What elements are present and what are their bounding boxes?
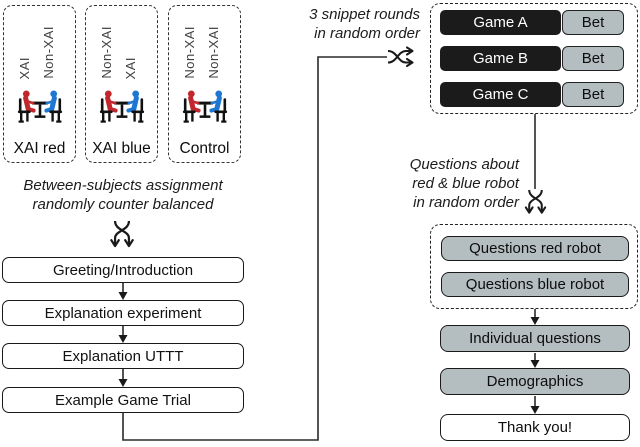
condition-label: XAI — [17, 56, 32, 79]
bet-button: Bet — [562, 10, 624, 35]
flow-step-greeting-introduction: Greeting/Introduction — [2, 257, 244, 283]
annotation-line: Between-subjects assignment — [23, 177, 223, 194]
annotation-line: red & blue robot — [412, 175, 519, 192]
annotation-line: 3 snippet rounds — [309, 6, 420, 23]
flow-step-explanation-uttt: Explanation UTTT — [2, 343, 244, 369]
group-box-control: Non-XAI Non-XAI Control — [168, 5, 241, 163]
condition-label: Non-XAI — [99, 26, 114, 79]
group-caption: XAI red — [13, 140, 66, 157]
annotation-line: randomly counter balanced — [32, 196, 214, 213]
flow-step-example-game-trial: Example Game Trial — [2, 387, 244, 413]
group-caption: XAI blue — [92, 140, 151, 157]
questions-blue-robot-box: Questions blue robot — [441, 272, 629, 297]
flow-step-thank-you: Thank you! — [440, 414, 630, 441]
shuffle-icon-snippet-order — [388, 45, 420, 69]
bet-button: Bet — [562, 46, 624, 71]
group-box-xai-red: XAI Non-XAI XAI red — [3, 5, 76, 163]
shuffle-icon-assignment — [103, 221, 141, 253]
condition-label: Non-XAI — [182, 26, 197, 79]
group-box-xai-blue: Non-XAI XAI XAI blue — [85, 5, 158, 163]
game-a-label: Game A — [440, 10, 561, 35]
game-b-label: Game B — [440, 46, 561, 71]
people-at-table-icon — [179, 90, 231, 124]
annotation-assignment: Between-subjects assignment randomly cou… — [0, 176, 246, 214]
annotation-question-order: Questions about red & blue robot in rand… — [319, 155, 519, 212]
annotation-line: in random order — [314, 25, 420, 42]
group-caption: Control — [179, 140, 230, 157]
game-c-label: Game C — [440, 82, 561, 107]
flow-step-individual-questions: Individual questions — [440, 325, 630, 352]
condition-label: XAI — [123, 56, 138, 79]
flow-step-explanation-experiment: Explanation experiment — [2, 300, 244, 326]
robot-questions-box: Questions red robot Questions blue robot — [430, 224, 638, 309]
questions-red-robot-box: Questions red robot — [441, 236, 629, 261]
condition-label: Non-XAI — [41, 26, 56, 79]
people-at-table-icon — [14, 90, 66, 124]
flow-step-demographics: Demographics — [440, 368, 630, 395]
annotation-line: in random order — [413, 194, 519, 211]
game-rounds-box: Game A Bet Game B Bet Game C Bet — [430, 3, 638, 114]
bet-button: Bet — [562, 82, 624, 107]
shuffle-icon-question-order — [521, 190, 550, 219]
annotation-line: Questions about — [409, 156, 519, 173]
people-at-table-icon — [96, 90, 148, 124]
annotation-snippet-rounds: 3 snippet rounds in random order — [220, 5, 420, 43]
